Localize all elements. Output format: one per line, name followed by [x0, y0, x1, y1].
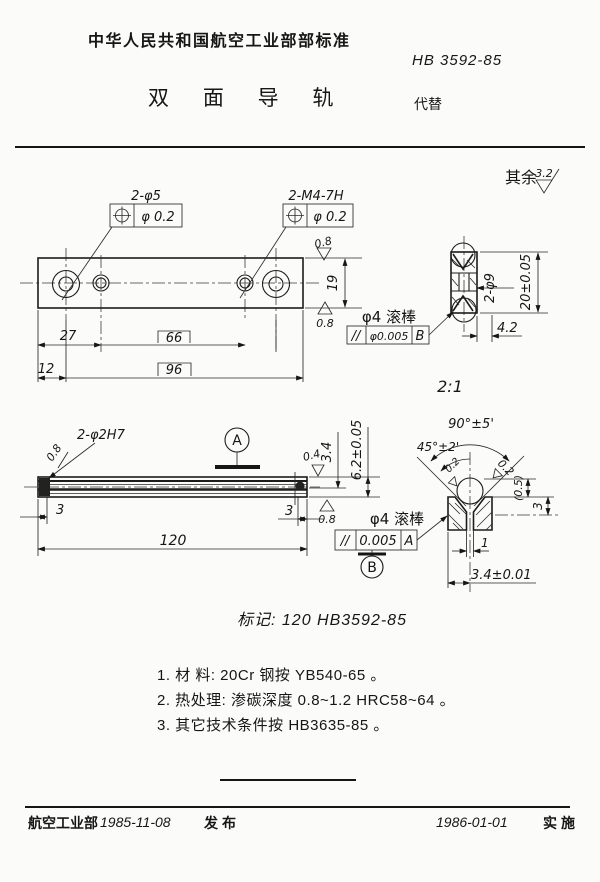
dim-19: 19	[326, 275, 341, 292]
dim-6-2: 6.2±0.05	[350, 420, 365, 481]
dim-3-4-001: 3.4±0.01	[471, 568, 532, 583]
svg-text:φ0.005: φ0.005	[370, 330, 409, 343]
dim-3: 3	[531, 502, 545, 510]
svg-text:0.005: 0.005	[359, 534, 396, 549]
technical-drawing: 其余 3.2 2-φ5 φ 0.2	[20, 167, 560, 592]
callout-2phi5-label: 2-φ5	[131, 189, 161, 204]
dim-96: 96	[166, 363, 183, 378]
dim-angle-90: 90°±5'	[448, 417, 494, 432]
svg-text:0.4: 0.4	[302, 447, 322, 464]
footer-divider	[25, 806, 570, 808]
callout-m4-label: 2-M4-7H	[288, 189, 343, 204]
surface-finish-bottom2-icon: 0.8	[318, 499, 336, 526]
header-divider	[15, 146, 585, 148]
scale-note: 2:1	[437, 377, 463, 396]
replaces-label: 代替	[414, 96, 442, 112]
callout-m4-tol: φ 0.2	[313, 210, 346, 225]
implementation-date: 1986-01-01	[436, 814, 508, 830]
dim-20: 20±0.05	[519, 254, 534, 310]
general-roughness-value: 3.2	[535, 167, 553, 180]
dim-27: 27	[60, 329, 77, 344]
parallelism-icon: //	[340, 534, 351, 549]
dim-2phi9: 2-φ9	[483, 273, 498, 303]
callout-2-m4-7h: 2-M4-7H φ 0.2	[282, 189, 354, 228]
callout-2-phi5: 2-φ5 φ 0.2	[109, 189, 183, 228]
svg-text:0.8: 0.8	[318, 513, 336, 526]
dim-3-right: 3	[285, 504, 293, 519]
surface-finish-left-icon: 0.8	[44, 442, 69, 469]
note-material: 1. 材 料: 20Cr 钢按 YB540-65 。	[157, 667, 386, 684]
surface-finish-top-icon: 0.8	[313, 234, 333, 261]
svg-text:0.8: 0.8	[313, 234, 333, 251]
marking-note: 标记: 120 HB3592-85	[237, 612, 407, 629]
position-tolerance-icon	[286, 206, 304, 225]
surface-finish-04-icon: 0.4	[302, 447, 325, 477]
top-view: 2-φ5 φ 0.2 2-M4-7H φ 0.2 0.8	[20, 189, 362, 382]
dim-66: 66	[166, 331, 183, 346]
general-roughness-symbol: 其余 3.2	[505, 167, 560, 194]
issue-label: 发布	[204, 815, 240, 831]
dim-angle-45: 45°±2'	[417, 440, 459, 454]
parallelism-icon: //	[351, 329, 362, 344]
roughness-triangle-icon	[535, 179, 553, 194]
roller-note: φ4 滚棒	[362, 308, 416, 326]
note-other-conditions: 3. 其它技术条件按 HB3635-85 。	[157, 717, 389, 734]
dim-120: 120	[160, 533, 187, 549]
dim-3-left: 3	[56, 503, 64, 518]
implementation-label: 实施	[543, 815, 579, 831]
svg-text:B: B	[416, 329, 425, 344]
detail-view: 90°±5' 45°±2' 0.2 0.2 (0.5) 3 1 3.4±0.01	[416, 417, 560, 592]
callout-2phi5-tol: φ 0.2	[141, 210, 174, 225]
roller-note-2: φ4 滚棒	[370, 510, 424, 528]
svg-text:B: B	[367, 560, 377, 576]
fcf-parallel-a: φ4 滚棒 // 0.005 A	[334, 510, 448, 551]
dim-0-5: (0.5)	[512, 475, 525, 501]
dim-12: 12	[38, 362, 55, 377]
datum-b-symbol: B	[358, 550, 386, 579]
end-section-view: 2-φ9 20±0.05 4.2 φ4 滚棒 // φ0.005 B 2:1	[346, 236, 548, 396]
svg-text:A: A	[404, 534, 414, 549]
position-tolerance-icon	[113, 206, 131, 225]
dim-4-2: 4.2	[497, 321, 518, 336]
dim-3-4: 3.4	[320, 442, 335, 463]
surface-finish-bottom-icon: 0.8	[316, 301, 334, 330]
issue-date: 1985-11-08	[100, 814, 171, 830]
datum-a-symbol: A	[215, 427, 260, 469]
svg-text:0.8: 0.8	[44, 442, 65, 464]
dim-1: 1	[481, 536, 489, 550]
front-view: 2-φ2H7 0.8 A 0.4 3.4 6.2±0.05 0.8	[20, 420, 448, 579]
general-roughness-label: 其余	[505, 168, 537, 187]
svg-text:A: A	[232, 433, 242, 449]
page-title: 双 面 导 轨	[148, 87, 348, 110]
separator-line	[220, 779, 356, 781]
doc-number: HB 3592-85	[412, 52, 503, 69]
callout-2phi2h7: 2-φ2H7	[77, 428, 126, 443]
svg-text:0.8: 0.8	[316, 317, 334, 330]
svg-text:0.2: 0.2	[443, 456, 462, 475]
note-heat-treatment: 2. 热处理: 渗碳深度 0.8~1.2 HRC58~64 。	[157, 692, 456, 709]
fcf-parallel-b: φ4 滚棒 // φ0.005 B	[346, 308, 454, 345]
footer-org: 航空工业部	[28, 815, 98, 831]
standard-org-title: 中华人民共和国航空工业部部标准	[88, 33, 351, 50]
